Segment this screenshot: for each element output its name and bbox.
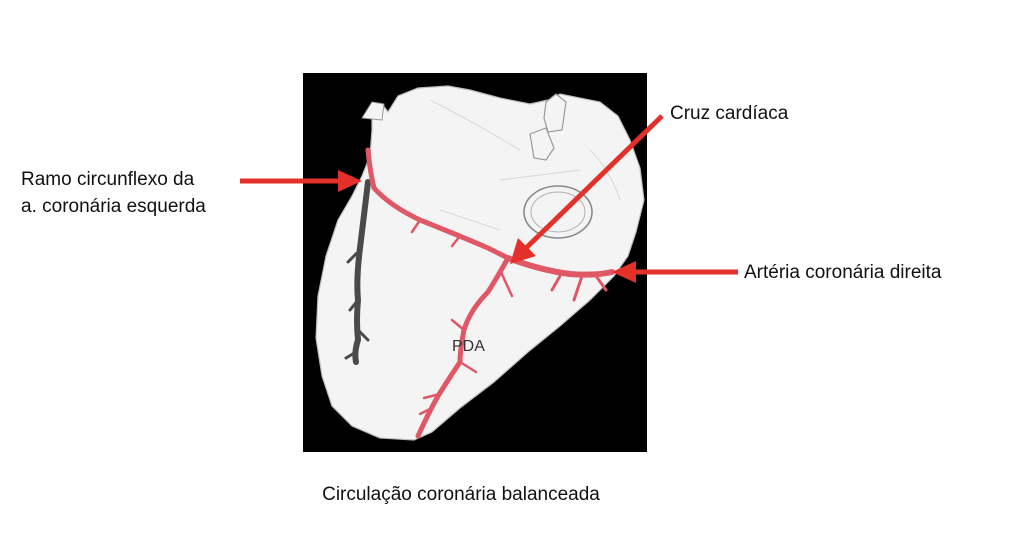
right-coronary-artery — [505, 255, 615, 278]
pda-label: PDA — [452, 338, 485, 355]
figure-caption: Circulação coronária balanceada — [0, 484, 1024, 506]
circumflex-artery — [365, 147, 511, 261]
figure-caption-text: Circulação coronária balanceada — [322, 484, 600, 505]
inferior-vena-cava-inner — [530, 191, 586, 233]
right-coronary-label: Artéria coronária direita — [744, 262, 942, 283]
vessel-stub-middle — [529, 127, 555, 161]
heart-outline — [315, 85, 645, 441]
arrow-crux — [510, 114, 664, 264]
posterior-descending-artery — [415, 255, 511, 439]
right-coronary-branches — [550, 274, 608, 302]
arrow-circumflex — [240, 170, 362, 192]
circumflex-label-line2: a. coronária esquerda — [21, 196, 206, 217]
circumflex-artery-branches — [410, 218, 462, 248]
surface-line — [429, 99, 621, 231]
vessel-stub-top — [543, 93, 567, 133]
arrow-right-coronary — [612, 261, 738, 283]
cardiac-vein-branches — [344, 248, 370, 360]
pda-branches — [418, 268, 514, 416]
circumflex-label: Ramo circunflexo da a. coronária esquerd… — [21, 166, 206, 220]
circumflex-label-line1: Ramo circunflexo da — [21, 169, 195, 190]
vessel-stub-left — [361, 101, 385, 121]
crux-label: Cruz cardíaca — [670, 103, 789, 124]
